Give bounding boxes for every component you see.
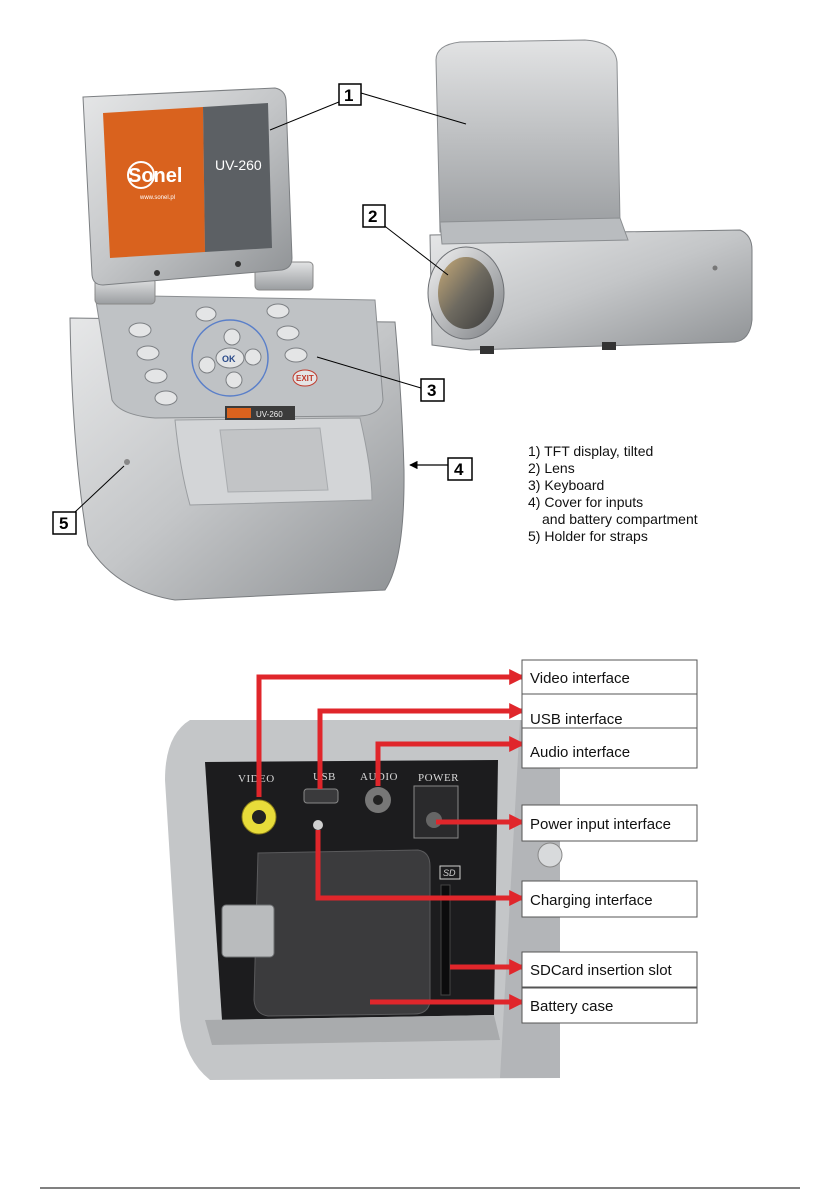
tft-display-screen: Sonel www.sonel.pl UV-260 <box>103 103 272 258</box>
badge-model-text: UV-260 <box>256 410 283 419</box>
usb-port <box>303 788 339 804</box>
strap-holder <box>124 459 130 465</box>
callout-2-number: 2 <box>368 207 377 226</box>
interface-label-battery: Battery case <box>521 987 698 1024</box>
battery-case <box>221 849 431 1017</box>
callout-3: 3 <box>316 356 445 402</box>
keyboard: EXIT OK <box>128 303 318 406</box>
sd-logo-text: SD <box>443 868 456 878</box>
sdcard-slot <box>440 884 451 996</box>
legend-item-3: 3) Keyboard <box>528 477 604 493</box>
device-front-view: UV-260 Sonel www.sonel.pl UV-260 <box>69 87 405 601</box>
callout-2: 2 <box>362 204 449 276</box>
legend: 1) TFT display, tilted 2) Lens 3) Keyboa… <box>528 443 698 544</box>
interface-label-power: Power input interface <box>521 804 698 842</box>
device-side-view <box>427 39 753 354</box>
port-label-power: POWER <box>418 772 459 784</box>
legend-item-2: 2) Lens <box>528 460 575 476</box>
video-port <box>241 799 277 835</box>
legend-item-5: 5) Holder for straps <box>528 528 648 544</box>
exit-key-label: EXIT <box>296 374 314 383</box>
callout-3-number: 3 <box>427 381 436 400</box>
legend-item-1: 1) TFT display, tilted <box>528 443 653 459</box>
lens <box>427 246 505 340</box>
interface-label-usb: USB interface <box>521 693 698 729</box>
usb-interface-text: USB interface <box>530 711 623 728</box>
screen-model-text: UV-260 <box>215 157 262 173</box>
ok-key-label: OK <box>222 354 236 364</box>
callout-4-number: 4 <box>454 460 464 479</box>
charging-port <box>313 820 323 830</box>
interface-label-charging: Charging interface <box>521 880 698 918</box>
sdcard-interface-text: SDCard insertion slot <box>530 962 673 979</box>
callout-4: 4 <box>409 457 473 481</box>
audio-port <box>365 787 391 813</box>
video-interface-text: Video interface <box>530 670 630 687</box>
battery-case-text: Battery case <box>530 998 613 1015</box>
audio-interface-text: Audio interface <box>530 744 630 761</box>
port-label-video: VIDEO <box>238 773 275 785</box>
callout-1: 1 <box>269 83 467 131</box>
legend-item-4-cont: and battery compartment <box>542 511 698 527</box>
legend-item-4: 4) Cover for inputs <box>528 494 643 510</box>
charging-interface-text: Charging interface <box>530 892 653 909</box>
callout-5-number: 5 <box>59 514 68 533</box>
port-label-usb: USB <box>313 771 336 783</box>
power-port <box>413 785 459 839</box>
callout-5: 5 <box>52 465 125 535</box>
power-interface-text: Power input interface <box>530 816 671 833</box>
interface-label-video: Video interface <box>521 659 698 695</box>
interface-label-sdcard: SDCard insertion slot <box>521 951 698 988</box>
screen-url-text: www.sonel.pl <box>139 195 175 201</box>
interface-pointers <box>256 668 526 1011</box>
callout-1-number: 1 <box>344 86 353 105</box>
screen-brand-text: Sonel <box>128 165 182 187</box>
interface-label-audio: Audio interface <box>521 727 698 769</box>
